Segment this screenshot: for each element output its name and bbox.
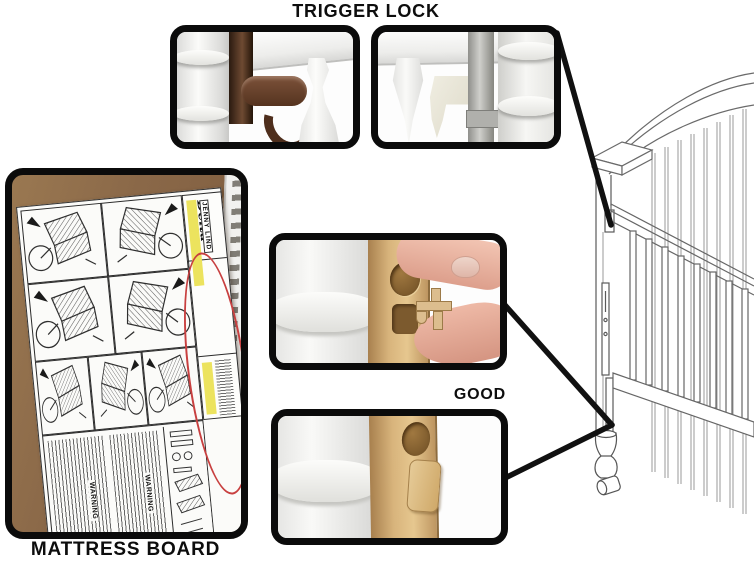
page-title: TRIGGER LOCK [292, 1, 440, 21]
photo-trigger-lock-cream [371, 25, 561, 149]
assembly-step-panel [27, 276, 116, 362]
crib-leg-caster [594, 429, 621, 496]
post-ring [278, 460, 382, 502]
trigger-lock-bolt-brown [241, 76, 307, 106]
crib-headboard-arch [590, 72, 754, 176]
drop-side-track [601, 282, 610, 376]
good-label: GOOD [453, 386, 506, 403]
post-ring [177, 106, 229, 121]
post-ring [177, 50, 229, 65]
crib-post-photo [177, 32, 229, 142]
assembly-step-panel [87, 351, 149, 431]
caster-wheel [596, 475, 621, 496]
sheet-warning-text-area: WARNING WARNING [42, 420, 220, 532]
photo-trigger-lock-brown [170, 25, 360, 149]
paragraph-lines [47, 435, 119, 532]
lock-track-gray [468, 32, 494, 142]
trigger-lock-cream [429, 76, 474, 138]
instruction-sheet: Delta JENNY LIND WARNING WARNING [16, 187, 241, 532]
crib-spindle-photo [392, 58, 424, 142]
post-ring [276, 292, 380, 332]
fingernail [451, 256, 480, 278]
assembly-step-panel [20, 202, 109, 285]
rail-slot [392, 304, 418, 334]
post-ring [498, 96, 554, 116]
callout-line-good-top [501, 301, 615, 428]
hardware-parts-panel [162, 423, 215, 532]
peg-stem [433, 311, 443, 330]
callout-line-trigger [554, 30, 614, 228]
callout-line-good-bottom [502, 422, 615, 481]
plastic-peg [416, 288, 458, 330]
crib-drop-side [610, 203, 754, 438]
mattress-board-caption: MATTRESS BOARD [30, 539, 221, 560]
assembly-step-panel [100, 195, 189, 277]
peg-bar [416, 301, 452, 311]
post-ring [498, 42, 554, 60]
photo-mattress-board: Delta JENNY LIND WARNING WARNING [5, 168, 248, 539]
photo-peg-installed [271, 409, 508, 545]
plastic-peg-installed [406, 458, 442, 514]
lock-track-foot [466, 110, 502, 128]
callout-lines [501, 30, 615, 481]
peg-hook [416, 311, 427, 324]
photo-peg-in-hand [269, 233, 507, 370]
assembly-step-panel [34, 356, 95, 436]
crib-post-photo [498, 32, 554, 142]
